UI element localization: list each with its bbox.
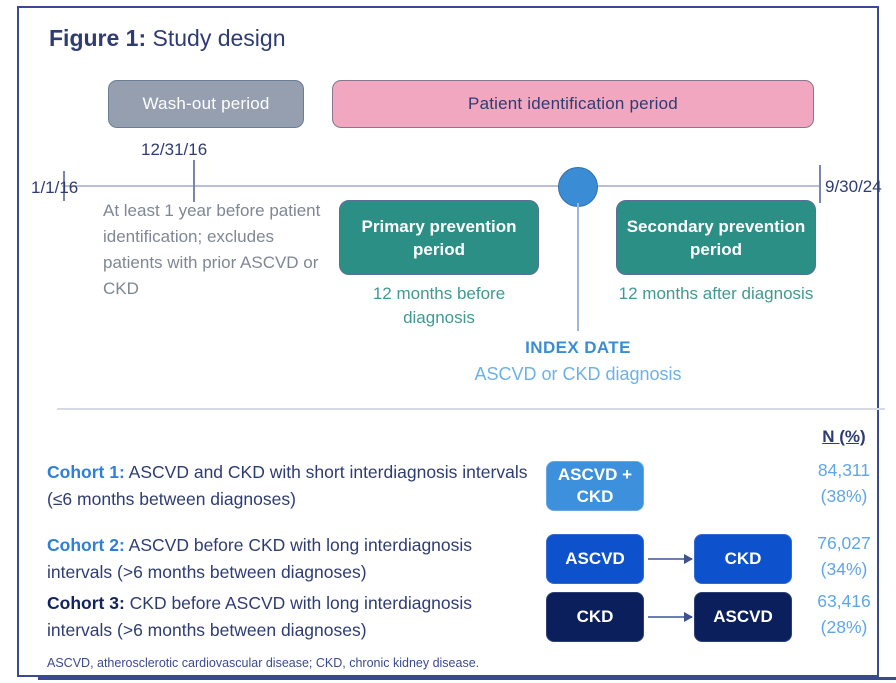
cohort-n-count: 63,416 xyxy=(817,591,871,611)
sequence-arrow-icon xyxy=(648,554,693,564)
cohort-tag: Cohort 2: xyxy=(47,535,125,555)
timeline-tick-start xyxy=(63,171,65,201)
timeline-tick-end xyxy=(819,165,821,203)
timeline-date-middle: 12/31/16 xyxy=(141,140,208,159)
patient-identification-period-banner: Patient identification period xyxy=(332,80,814,128)
cohort-description-text: ASCVD and CKD with short interdiagnosis … xyxy=(47,462,528,509)
cohort-diagnosis-box-first: CKD xyxy=(546,592,644,642)
washout-period-banner: Wash-out period xyxy=(108,80,304,128)
n-percent-header: N (%) xyxy=(822,427,866,446)
sequence-arrow-icon xyxy=(648,612,693,622)
cohort-tag: Cohort 1: xyxy=(47,462,125,482)
cohort-diagnosis-box: ASCVD + CKD xyxy=(546,461,644,511)
cohort-diagnosis-box-first: ASCVD xyxy=(546,534,644,584)
figure-frame: Figure 1: Study design Wash-out period P… xyxy=(17,6,896,680)
cohort-description: Cohort 3: CKD before ASCVD with long int… xyxy=(47,590,537,644)
cohort-description-text: ASCVD before CKD with long interdiagnosi… xyxy=(47,535,473,582)
primary-prevention-box: Primary prevention period xyxy=(339,200,539,275)
page-title: Figure 1: Study design xyxy=(49,25,286,52)
cohort-diagnosis-box-second: CKD xyxy=(694,534,792,584)
cohort-description: Cohort 1: ASCVD and CKD with short inter… xyxy=(47,459,537,513)
primary-prevention-caption: 12 months before diagnosis xyxy=(372,284,506,327)
cohort-description-text: CKD before ASCVD with long interdiagnosi… xyxy=(47,593,473,640)
timeline-axis xyxy=(62,185,821,187)
index-date-marker-icon xyxy=(558,167,598,207)
figure-title-text: Study design xyxy=(152,25,286,51)
index-date-subtitle: ASCVD or CKD diagnosis xyxy=(474,364,682,384)
cohort-diagnosis-box-second: ASCVD xyxy=(694,592,792,642)
cohort-row: Cohort 2: ASCVD before CKD with long int… xyxy=(19,528,877,590)
cohort-n-percent: (34%) xyxy=(820,559,868,579)
figure-label: Figure 1: xyxy=(49,25,147,51)
cohort-n-value: 76,027 (34%) xyxy=(809,530,879,582)
secondary-prevention-box: Secondary prevention period xyxy=(616,200,816,275)
footnote-rule xyxy=(38,677,896,680)
cohort-n-value: 84,311 (38%) xyxy=(809,457,879,509)
timeline-date-end: 9/30/24 xyxy=(825,177,882,196)
index-date-title: INDEX DATE xyxy=(525,338,631,357)
cohort-n-percent: (28%) xyxy=(820,617,868,637)
index-date-connector xyxy=(577,203,579,331)
secondary-prevention-caption: 12 months after diagnosis xyxy=(618,284,814,303)
figure-footnote: ASCVD, atherosclerotic cardiovascular di… xyxy=(47,656,480,670)
washout-note: At least 1 year before patient identific… xyxy=(103,201,321,298)
timeline-date-start: 1/1/16 xyxy=(31,178,79,197)
cohort-n-count: 84,311 xyxy=(817,460,871,480)
cohort-description: Cohort 2: ASCVD before CKD with long int… xyxy=(47,532,537,586)
timeline-tick-middle xyxy=(193,160,195,202)
cohort-row: Cohort 3: CKD before ASCVD with long int… xyxy=(19,586,877,648)
cohort-tag: Cohort 3: xyxy=(47,593,125,613)
cohort-row: Cohort 1: ASCVD and CKD with short inter… xyxy=(19,455,877,517)
cohort-n-value: 63,416 (28%) xyxy=(809,588,879,640)
cohort-n-percent: (38%) xyxy=(820,486,868,506)
section-divider xyxy=(57,408,885,410)
cohort-n-count: 76,027 xyxy=(817,533,871,553)
